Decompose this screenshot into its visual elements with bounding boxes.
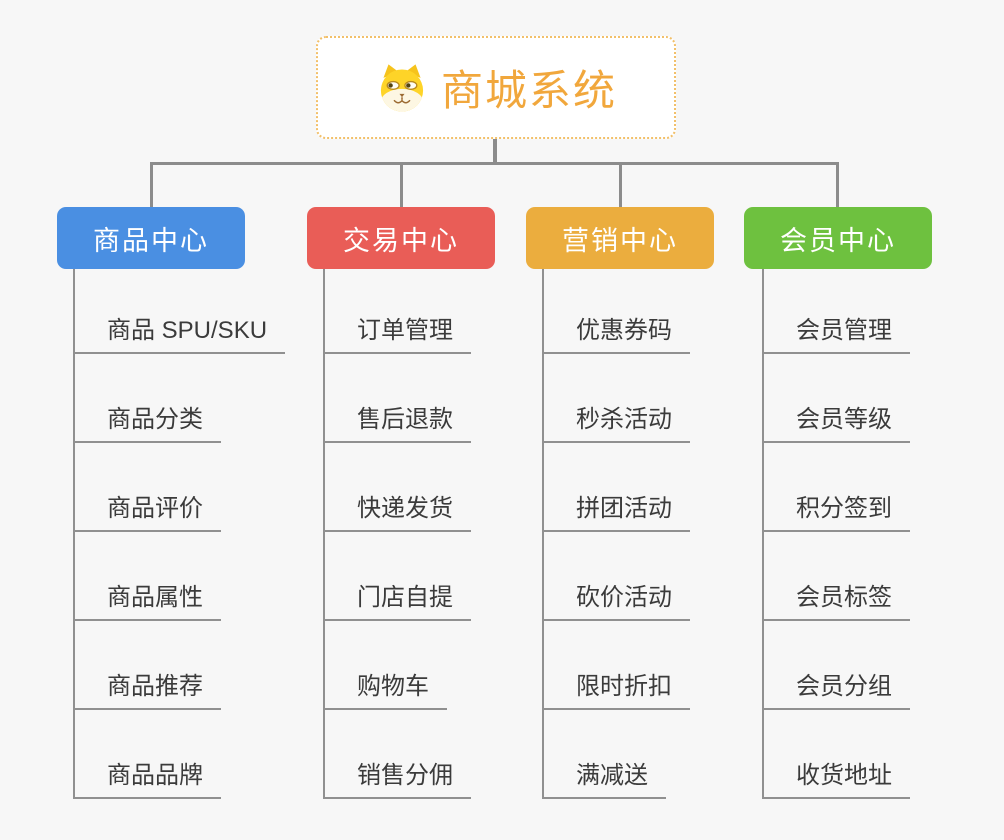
branch-node-product-center[interactable]: 商品中心: [57, 207, 245, 269]
branch-drop-connector: [836, 163, 839, 208]
branch-node-member-center[interactable]: 会员中心: [744, 207, 932, 269]
leaf-node[interactable]: 会员等级: [764, 354, 910, 443]
leaf-node[interactable]: 商品分类: [75, 354, 221, 443]
root-stem-connector: [493, 139, 497, 165]
leaf-node[interactable]: 秒杀活动: [544, 354, 690, 443]
branch-node-trade-center[interactable]: 交易中心: [307, 207, 495, 269]
leaf-node[interactable]: 门店自提: [325, 532, 471, 621]
branch-items-product-center: 商品 SPU/SKU 商品分类 商品评价 商品属性 商品推荐 商品品牌: [73, 269, 286, 799]
leaf-node[interactable]: 购物车: [325, 621, 447, 710]
branch-items-marketing-center: 优惠券码 秒杀活动 拼团活动 砍价活动 限时折扣 满减送: [542, 269, 690, 799]
leaf-node[interactable]: 会员分组: [764, 621, 910, 710]
branch-drop-connector: [619, 163, 622, 208]
leaf-node[interactable]: 商品推荐: [75, 621, 221, 710]
branch-node-marketing-center[interactable]: 营销中心: [526, 207, 714, 269]
leaf-node[interactable]: 优惠券码: [544, 269, 690, 354]
leaf-node[interactable]: 满减送: [544, 710, 666, 799]
leaf-node[interactable]: 拼团活动: [544, 443, 690, 532]
leaf-node[interactable]: 订单管理: [325, 269, 471, 354]
leaf-node[interactable]: 收货地址: [764, 710, 910, 799]
leaf-node[interactable]: 会员标签: [764, 532, 910, 621]
leaf-node[interactable]: 商品属性: [75, 532, 221, 621]
branch-items-trade-center: 订单管理 售后退款 快递发货 门店自提 购物车 销售分佣: [323, 269, 471, 799]
branch-items-member-center: 会员管理 会员等级 积分签到 会员标签 会员分组 收货地址: [762, 269, 910, 799]
leaf-node[interactable]: 积分签到: [764, 443, 910, 532]
root-node[interactable]: 商城系统: [316, 36, 676, 139]
branch-bus-connector: [150, 162, 839, 165]
leaf-node[interactable]: 限时折扣: [544, 621, 690, 710]
leaf-node[interactable]: 商品品牌: [75, 710, 221, 799]
root-title: 商城系统: [440, 67, 617, 114]
leaf-node[interactable]: 会员管理: [764, 269, 910, 354]
leaf-node[interactable]: 砍价活动: [544, 532, 690, 621]
leaf-node[interactable]: 商品评价: [75, 443, 221, 532]
leaf-node[interactable]: 售后退款: [325, 354, 471, 443]
branch-drop-connector: [400, 163, 403, 208]
leaf-node[interactable]: 商品 SPU/SKU: [75, 269, 286, 354]
dog-face-icon: [380, 63, 424, 112]
leaf-node[interactable]: 销售分佣: [325, 710, 471, 799]
leaf-node[interactable]: 快递发货: [325, 443, 471, 532]
branch-drop-connector: [150, 163, 153, 208]
